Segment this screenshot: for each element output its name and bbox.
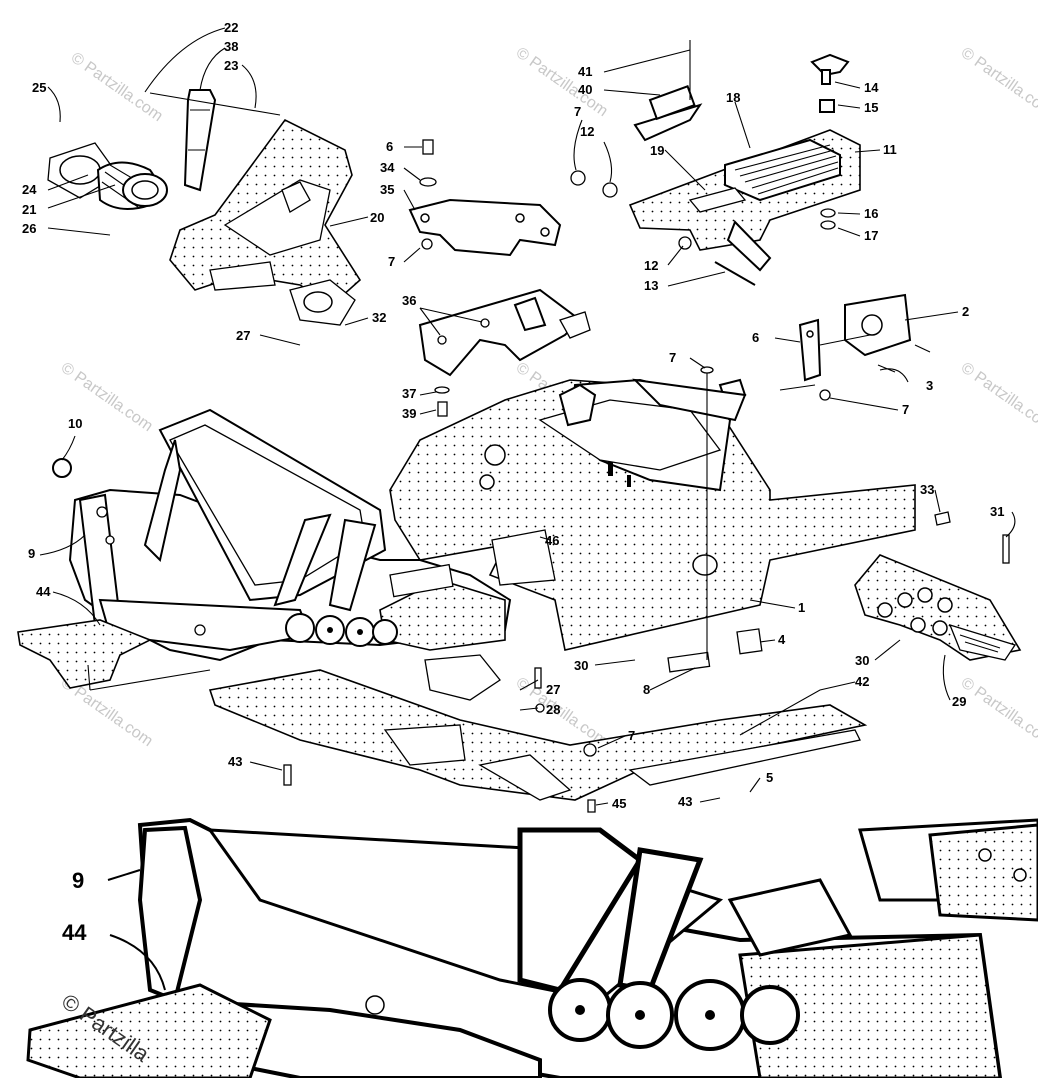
callout-29: 29 — [952, 694, 966, 709]
callout-5: 5 — [766, 770, 773, 785]
callout-12: 12 — [644, 258, 658, 273]
callout-44: 44 — [36, 584, 51, 599]
callout-42: 42 — [855, 674, 869, 689]
callout-31: 31 — [990, 504, 1004, 519]
callout-33: 33 — [920, 482, 934, 497]
callout-39: 39 — [402, 406, 416, 421]
callout-8: 8 — [643, 682, 650, 697]
knob-and-grommet — [810, 53, 850, 230]
frame-mount-bracket — [798, 293, 912, 382]
callout-27: 27 — [236, 328, 250, 343]
floor-plate — [17, 619, 152, 689]
callout-7: 7 — [902, 402, 909, 417]
callout-24: 24 — [22, 182, 37, 197]
callout-7: 7 — [574, 104, 581, 119]
belly-pan — [208, 669, 868, 813]
watermark: © Partzilla.com — [958, 674, 1038, 750]
callout-30: 30 — [574, 658, 588, 673]
small-hardware — [424, 344, 1010, 713]
hood-strap — [183, 89, 217, 192]
callout-22: 22 — [224, 20, 238, 35]
steering-support-bracket — [418, 288, 591, 417]
callout-46: 46 — [545, 533, 559, 548]
front-bumper-structure — [52, 408, 512, 662]
callout-30: 30 — [855, 653, 869, 668]
callout-10: 10 — [68, 416, 82, 431]
callout-3: 3 — [926, 378, 933, 393]
callout-7: 7 — [628, 728, 635, 743]
callout-12: 12 — [580, 124, 594, 139]
callout-2: 2 — [962, 304, 969, 319]
leader-lines — [39, 27, 1016, 806]
callout-45: 45 — [612, 796, 626, 811]
watermark: © Partzilla.com — [513, 44, 611, 120]
callout-14: 14 — [864, 80, 879, 95]
hood-front-bracket — [169, 118, 362, 326]
watermark: © Partzilla.com — [68, 49, 166, 125]
callout-28: 28 — [546, 702, 560, 717]
zoom-callout-44: 44 — [62, 920, 87, 945]
callout-40: 40 — [578, 82, 592, 97]
callout-27: 27 — [546, 682, 560, 697]
callout-16: 16 — [864, 206, 878, 221]
callout-7: 7 — [388, 254, 395, 269]
callout-13: 13 — [644, 278, 658, 293]
callout-labels: 22 38 23 25 24 21 26 20 27 32 6 34 35 7 … — [22, 20, 1004, 811]
callout-19: 19 — [650, 143, 664, 158]
air-intake-boot — [47, 142, 168, 210]
callout-6: 6 — [386, 139, 393, 154]
callout-23: 23 — [224, 58, 238, 73]
callout-34: 34 — [380, 160, 395, 175]
zoom-callout-9: 9 — [72, 868, 84, 893]
callout-37: 37 — [402, 386, 416, 401]
callout-7: 7 — [669, 350, 676, 365]
callout-35: 35 — [380, 182, 394, 197]
callout-43: 43 — [678, 794, 692, 809]
callout-18: 18 — [726, 90, 740, 105]
watermark: © Partzilla.com — [958, 359, 1038, 435]
callout-1: 1 — [798, 600, 805, 615]
zoom-detail-panel: 9 44 © Partzilla — [0, 817, 1038, 1078]
main-frame — [389, 378, 916, 651]
callout-9: 9 — [28, 546, 35, 561]
callout-15: 15 — [864, 100, 878, 115]
callout-4: 4 — [778, 632, 786, 647]
callout-25: 25 — [32, 80, 46, 95]
callout-6: 6 — [752, 330, 759, 345]
callout-20: 20 — [370, 210, 384, 225]
callout-17: 17 — [864, 228, 878, 243]
callout-32: 32 — [372, 310, 386, 325]
skid-plate — [854, 554, 1022, 661]
callout-41: 41 — [578, 64, 592, 79]
callout-21: 21 — [22, 202, 36, 217]
step-plate — [570, 40, 861, 286]
callout-26: 26 — [22, 221, 36, 236]
mount-plate — [408, 139, 562, 257]
callout-38: 38 — [224, 39, 238, 54]
callout-43: 43 — [228, 754, 242, 769]
callout-11: 11 — [883, 142, 897, 157]
watermark: © Partzilla.com — [958, 44, 1038, 120]
callout-36: 36 — [402, 293, 416, 308]
